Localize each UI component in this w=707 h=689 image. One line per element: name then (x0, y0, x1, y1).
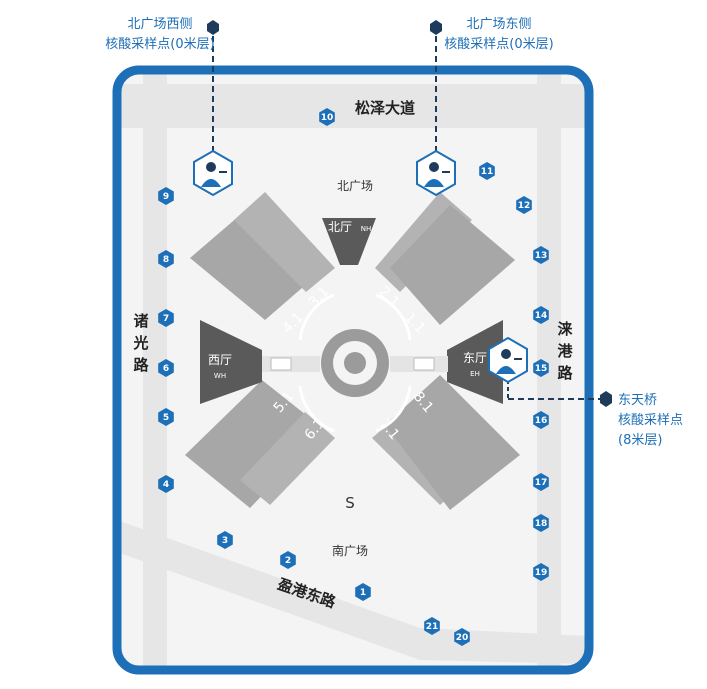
testing-station-icon (488, 336, 528, 384)
gate-marker-icon: 10 (319, 108, 335, 126)
gate-marker-icon: 6 (158, 359, 174, 377)
gate-number: 1 (360, 588, 366, 598)
testing-station-icon (416, 149, 456, 197)
road-network (117, 70, 589, 670)
gate-number: 18 (535, 519, 548, 529)
callout-ne-line1: 北广场东侧 (466, 17, 531, 32)
gate-marker-icon: 8 (158, 250, 174, 268)
road-west-char-3: 路 (133, 356, 149, 374)
gate-marker-icon: 14 (533, 306, 549, 324)
road-east-char-2: 港 (557, 342, 573, 360)
location-pin-icon (600, 391, 612, 407)
east-ticket-booth (413, 357, 435, 371)
callout-e-line3: (8米层) (618, 433, 662, 448)
arc-sw (298, 385, 335, 433)
callout-ne-line2: 核酸采样点(0米层) (444, 37, 553, 52)
venue-boundary (112, 65, 594, 675)
gate-marker-icon: 13 (533, 246, 549, 264)
gate-number: 9 (163, 192, 169, 202)
gate-marker-icon: 11 (479, 162, 495, 180)
gate-number: 13 (535, 251, 548, 261)
gate-number: 6 (163, 364, 169, 374)
gate-marker-icon: 7 (158, 309, 174, 327)
gate-marker-icon: 12 (516, 196, 532, 214)
road-north-label: 松泽大道 (355, 99, 415, 117)
gate-marker-icon: 17 (533, 473, 549, 491)
gate-marker-icon: 2 (280, 551, 296, 569)
south-plaza-label: 南广场 (332, 543, 368, 558)
north-hall-name: 北厅 (328, 220, 352, 234)
hall-block-6-1 (240, 412, 335, 505)
north-plaza-label: 北广场 (337, 179, 373, 193)
hall-block-5-1 (185, 380, 325, 508)
hall-block-3-1 (234, 192, 335, 292)
location-pin-icon (430, 20, 442, 35)
north-hall-code: NH (361, 225, 372, 233)
road-west-char-2: 光 (132, 334, 148, 352)
gate-marker-icon: 20 (454, 628, 470, 646)
center-label: S (345, 494, 355, 512)
hall-block-1-1 (390, 205, 515, 325)
gate-number: 10 (321, 113, 334, 123)
road-east-char-3: 路 (557, 364, 573, 382)
gate-number: 2 (285, 556, 291, 566)
hall-block-8-1 (385, 375, 520, 510)
north-hall (322, 218, 376, 265)
east-hall (447, 320, 503, 404)
west-hall (200, 320, 262, 404)
gate-number: 20 (456, 633, 469, 643)
callout-nw-line2: 核酸采样点(0米层) (105, 37, 214, 52)
gate-number: 16 (535, 416, 548, 426)
arc-ne (375, 293, 412, 341)
gate-number: 19 (535, 568, 548, 578)
gate-marker-icon: 1 (355, 583, 371, 601)
west-hall-name: 西厅 (208, 353, 232, 367)
location-pin-icon (207, 20, 219, 35)
east-hall-code: EH (470, 370, 480, 378)
hall-block-4-1 (190, 198, 325, 320)
gate-number: 8 (163, 255, 169, 265)
gate-marker-icon: 15 (533, 359, 549, 377)
exhibition-halls (185, 192, 520, 510)
road-east-char-1: 涞 (557, 320, 572, 338)
arc-nw (298, 293, 335, 341)
gate-number: 14 (535, 311, 548, 321)
gate-number: 7 (163, 314, 169, 324)
testing-station-icon (193, 149, 233, 197)
west-ticket-booth (270, 357, 292, 371)
gate-marker-icon: 3 (217, 531, 233, 549)
gate-marker-icon: 5 (158, 408, 174, 426)
arc-se (375, 385, 412, 433)
gate-marker-icon: 16 (533, 411, 549, 429)
gate-number: 11 (481, 167, 494, 177)
gate-number: 12 (518, 201, 531, 211)
gate-marker-icon: 18 (533, 514, 549, 532)
gate-number: 21 (426, 622, 439, 632)
gate-number: 5 (163, 413, 169, 423)
gate-marker-icon: 9 (158, 187, 174, 205)
gate-number: 17 (535, 478, 548, 488)
gate-marker-icon: 4 (158, 475, 174, 493)
callout-nw-line1: 北广场西侧 (127, 17, 192, 32)
gate-marker-icon: 21 (424, 617, 440, 635)
gate-number: 3 (222, 536, 228, 546)
central-plaza-core (344, 352, 366, 374)
gate-number: 15 (535, 364, 548, 374)
callout-e-line1: 东天桥 (618, 393, 657, 408)
east-hall-name: 东厅 (463, 351, 487, 365)
gate-marker-icon: 19 (533, 563, 549, 581)
callout-e-line2: 核酸采样点 (618, 413, 683, 428)
gate-number: 4 (163, 480, 169, 490)
west-hall-code: WH (214, 372, 226, 380)
road-west-char-1: 诸 (133, 312, 148, 330)
